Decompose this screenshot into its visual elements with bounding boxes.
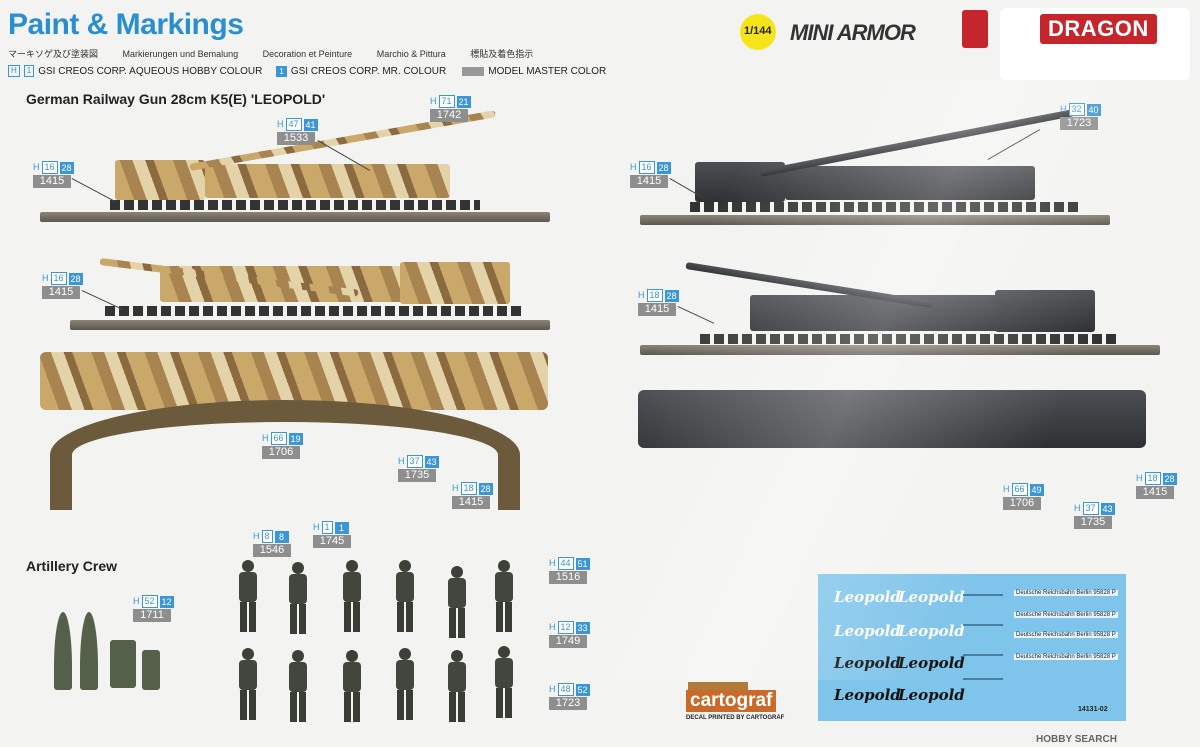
gun-carriage (785, 166, 1035, 200)
subtitle-french: Decoration et Peinture (262, 49, 353, 59)
decal-stripe (963, 594, 1003, 596)
display-base (640, 215, 1110, 225)
language-subtitles: マーキソゲ及び塗装図 Markierungen und Bemalung Dec… (8, 47, 555, 60)
crew-figure (445, 650, 469, 722)
display-base (640, 345, 1160, 355)
scale-text: 1/144 (744, 25, 772, 37)
leader-line (987, 129, 1040, 160)
crew-figure (340, 650, 364, 722)
shell-case (110, 640, 136, 688)
decal-leopold-white: Leopold (898, 622, 965, 640)
crew-figure (393, 560, 417, 632)
crew-figure (286, 562, 310, 634)
legend-mr-n: 1 (276, 65, 287, 77)
color-legend: H 1 GSI CREOS CORP. AQUEOUS HOBBY COLOUR… (8, 65, 606, 77)
crew-figure (393, 648, 417, 720)
decal-stripe (963, 654, 1003, 656)
legend-hobby-label: GSI CREOS CORP. AQUEOUS HOBBY COLOUR (38, 65, 263, 77)
leader-line (677, 306, 715, 324)
decal-reichsbahn: Deutsche Reichsbahn Berlin 95828 P (1014, 590, 1118, 596)
decal-reichsbahn: Deutsche Reichsbahn Berlin 95828 P (1014, 632, 1118, 638)
crew-figure (236, 648, 260, 720)
bogie-wheels (690, 202, 1080, 212)
gun-carriage (750, 295, 1000, 331)
bogie-wheels (110, 200, 480, 210)
decal-reichsbahn: Deutsche Reichsbahn Berlin 95828 P (1014, 654, 1118, 660)
page-title: Paint & Markings (8, 8, 244, 41)
dragon-seal-icon (962, 10, 988, 48)
decal-leopold-white: Leopold (834, 588, 901, 606)
artillery-shell (54, 612, 72, 690)
railway-gun-title: German Railway Gun 28cm K5(E) 'LEOPOLD' (26, 91, 326, 107)
legend-hobby-n: 1 (23, 65, 35, 77)
gun-carriage-rear (995, 290, 1095, 332)
display-base (70, 320, 550, 330)
decal-leopold-black: Leopold (898, 654, 965, 672)
subtitle-german: Markierungen und Bemalung (122, 49, 239, 59)
cartograf-art (688, 682, 748, 690)
decal-leopold-black: Leopold (834, 686, 901, 704)
bogie-wheels (105, 306, 525, 316)
shell-case (142, 650, 160, 690)
crew-figure (286, 650, 310, 722)
decal-leopold-black: Leopold (898, 686, 965, 704)
leader-line (81, 290, 123, 310)
decal-stripe (963, 624, 1003, 626)
brand-logo: DRAGON (1040, 14, 1157, 44)
decal-leopold-white: Leopold (898, 588, 965, 606)
crew-figure (492, 646, 516, 718)
display-base (40, 212, 550, 222)
subtitle-japanese: マーキソゲ及び塗装図 (8, 49, 99, 59)
leader-line (71, 178, 117, 203)
product-code: 14131-02 (1078, 706, 1108, 713)
decal-stripe (963, 678, 1003, 680)
legend-mr-label: GSI CREOS CORP. MR. COLOUR (290, 65, 447, 77)
gun-carriage (205, 164, 450, 198)
crew-figure (340, 560, 364, 632)
decal-reichsbahn: Deutsche Reichsbahn Berlin 95828 P (1014, 612, 1118, 618)
top-view-model (638, 390, 1146, 448)
subtitle-italian: Marchio & Pittura (376, 49, 446, 59)
subtitle-chinese: 標貼及着色指示 (470, 49, 534, 59)
artillery-shell (80, 612, 98, 690)
decal-leopold-black: Leopold (834, 654, 901, 672)
crew-figure (236, 560, 260, 632)
crew-title: Artillery Crew (26, 558, 118, 574)
legend-mm-label: MODEL MASTER COLOR (488, 65, 607, 77)
legend-hobby-h: H (8, 65, 20, 77)
decal-leopold-white: Leopold (834, 622, 901, 640)
gun-carriage-rear (400, 262, 510, 304)
legend-mm-swatch (462, 66, 485, 76)
cartograf-subtitle: DECAL PRINTED BY CARTOGRAF (686, 715, 785, 721)
decal-sheet: Leopold Leopold Leopold Leopold Leopold … (818, 574, 1126, 721)
crew-figure (445, 566, 469, 638)
series-logo: MINI ARMOR (790, 20, 916, 45)
bogie-wheels (700, 334, 1120, 344)
watermark: HOBBY SEARCH (1036, 734, 1117, 745)
cartograf-logo: cartograf (686, 690, 777, 712)
scale-badge (740, 14, 776, 50)
crew-figure (492, 560, 516, 632)
